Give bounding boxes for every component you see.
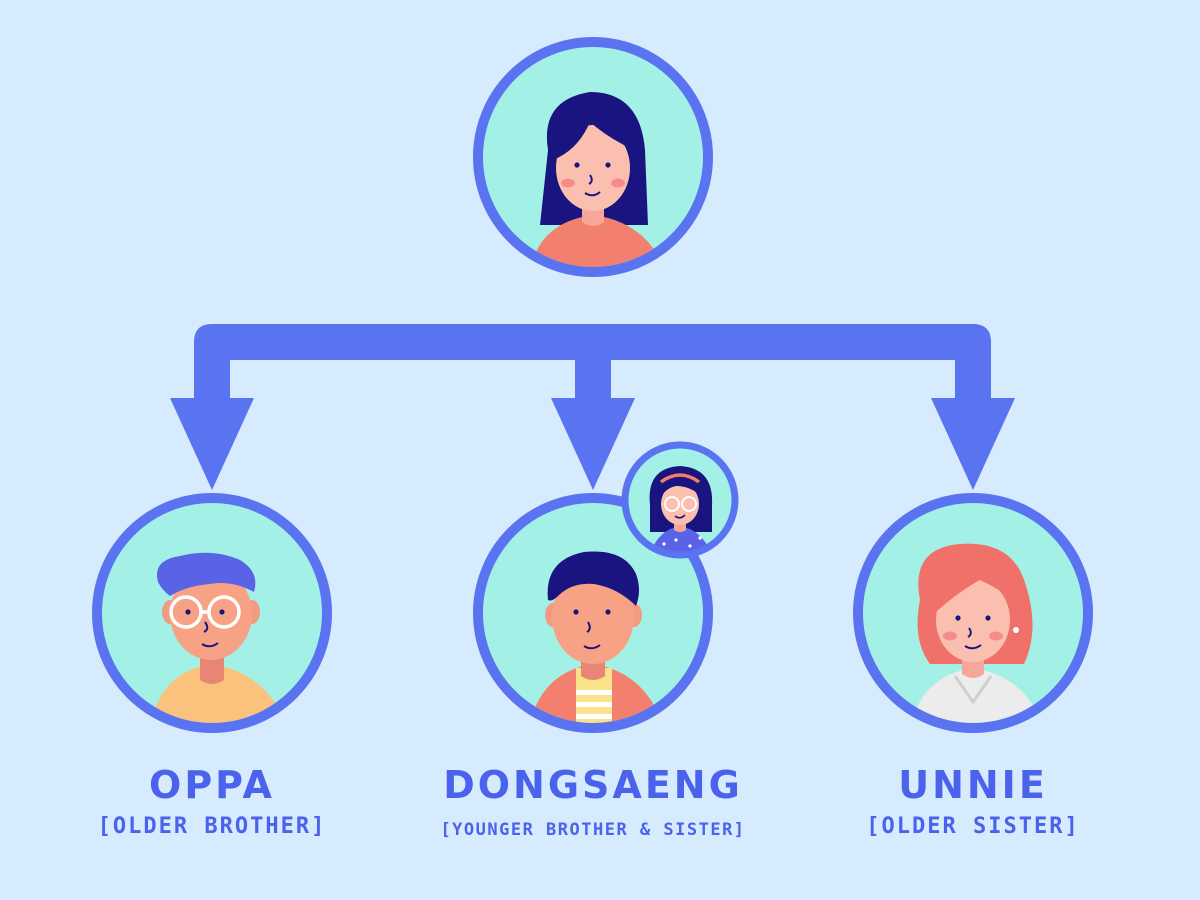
dongsaeng-label: DONGSAENG bbox=[443, 763, 743, 807]
arrow-to-dongsaeng bbox=[551, 398, 635, 490]
unnie-label: UNNIE bbox=[898, 763, 1048, 807]
arrow-to-unnie bbox=[931, 398, 1015, 490]
girl-with-glasses-avatar-icon bbox=[621, 441, 739, 559]
arrow-to-oppa bbox=[170, 398, 254, 490]
connector-bar bbox=[194, 324, 991, 400]
boy-with-glasses-avatar-icon bbox=[92, 493, 332, 733]
oppa-label: OPPA bbox=[149, 763, 275, 807]
unnie-subtitle: [OLDER SISTER] bbox=[866, 814, 1080, 839]
boy-avatar-icon bbox=[473, 493, 713, 733]
dongsaeng-subtitle: [YOUNGER BROTHER & SISTER] bbox=[440, 820, 746, 840]
woman-red-hair-avatar-icon bbox=[853, 493, 1093, 733]
oppa-subtitle: [OLDER BROTHER] bbox=[97, 814, 327, 839]
connector-stem bbox=[575, 330, 611, 400]
connector-lines bbox=[170, 324, 1015, 490]
woman-avatar-icon bbox=[473, 37, 713, 277]
